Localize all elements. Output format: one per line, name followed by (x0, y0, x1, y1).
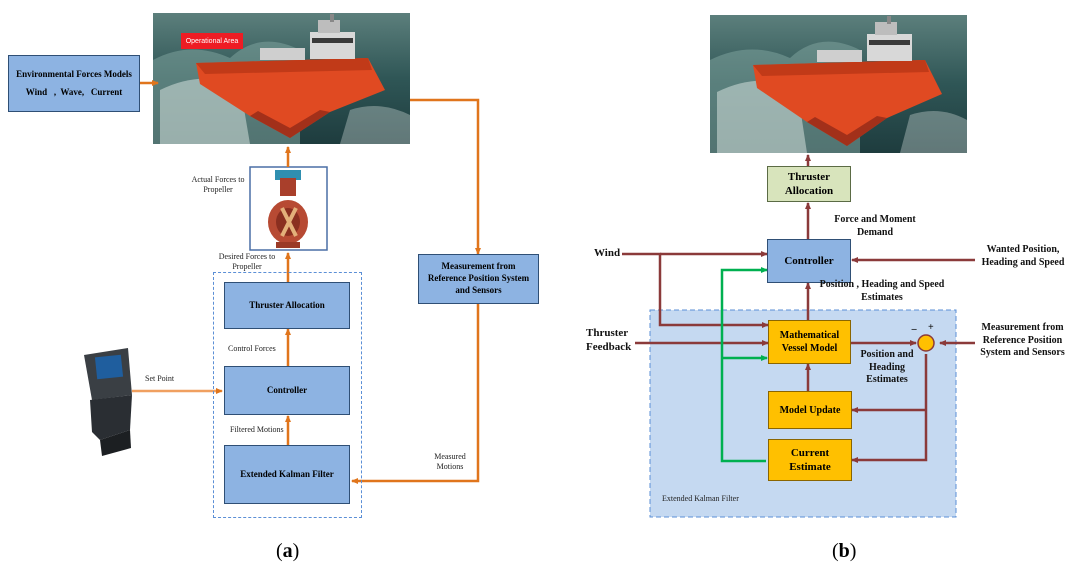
force-moment-label: Force and Moment Demand (834, 214, 916, 238)
caption-b: (b) (832, 540, 857, 562)
ship-image-b (710, 15, 967, 153)
wanted-position-label: Wanted Position, Heading and Speed (981, 244, 1065, 268)
control-forces-label: Control Forces (228, 344, 276, 353)
set-point-label: Set Point (145, 374, 175, 383)
measured-motions-label: Measured Motions (434, 452, 466, 471)
measurement-label-b: Measurement from Reference Position Syst… (980, 322, 1065, 358)
thruster-image (249, 166, 328, 251)
env-forces-items: Wind , Wave, Current (25, 86, 123, 97)
env-forces-box: Environmental Forces Models Wind , Wave,… (8, 55, 140, 112)
wind-label: Wind (594, 247, 621, 259)
console-image (84, 348, 132, 456)
env-forces-title: Environmental Forces Models (16, 68, 132, 79)
thruster-allocation-box-a: Thruster Allocation (224, 282, 350, 329)
ship-to-measurement-arrow (410, 98, 481, 255)
filtered-motions-label: Filtered Motions (230, 425, 284, 434)
sum-to-current-arrow (851, 354, 928, 463)
plus-sign: + (928, 322, 934, 333)
desired-forces-label: Desired Forces to Propeller (218, 252, 276, 271)
controller-box-b: Controller (767, 239, 851, 283)
caption-a: (a) (276, 540, 300, 562)
minus-sign: − (911, 324, 918, 336)
current-estimate-box: Current Estimate (768, 439, 852, 481)
measurement-to-kalman-arrow (351, 304, 480, 484)
estimates-label: Position , Heading and Speed Estimates (819, 279, 945, 303)
controller-region (213, 272, 362, 518)
summing-junction (917, 334, 935, 352)
actual-forces-label: Actual Forces to Propeller (191, 175, 245, 194)
wind-to-model-arrow (622, 252, 769, 328)
thruster-feedback-label: Thruster Feedback (586, 327, 632, 353)
controller-box-a: Controller (224, 366, 350, 415)
thruster-allocation-box-b: Thruster Allocation (767, 166, 851, 202)
ekf-label: Extended Kalman Filter (662, 494, 739, 503)
operational-area-label: Operational Area (181, 33, 243, 49)
vessel-model-box: Mathematical Vessel Model (768, 320, 851, 364)
position-heading-label: Position and Heading Estimates (860, 349, 914, 385)
measurement-box-a: Measurement from Reference Position Syst… (418, 254, 539, 304)
kalman-filter-box: Extended Kalman Filter (224, 445, 350, 504)
current-estimate-feedback-arrow (720, 267, 768, 463)
model-update-box: Model Update (768, 391, 852, 429)
